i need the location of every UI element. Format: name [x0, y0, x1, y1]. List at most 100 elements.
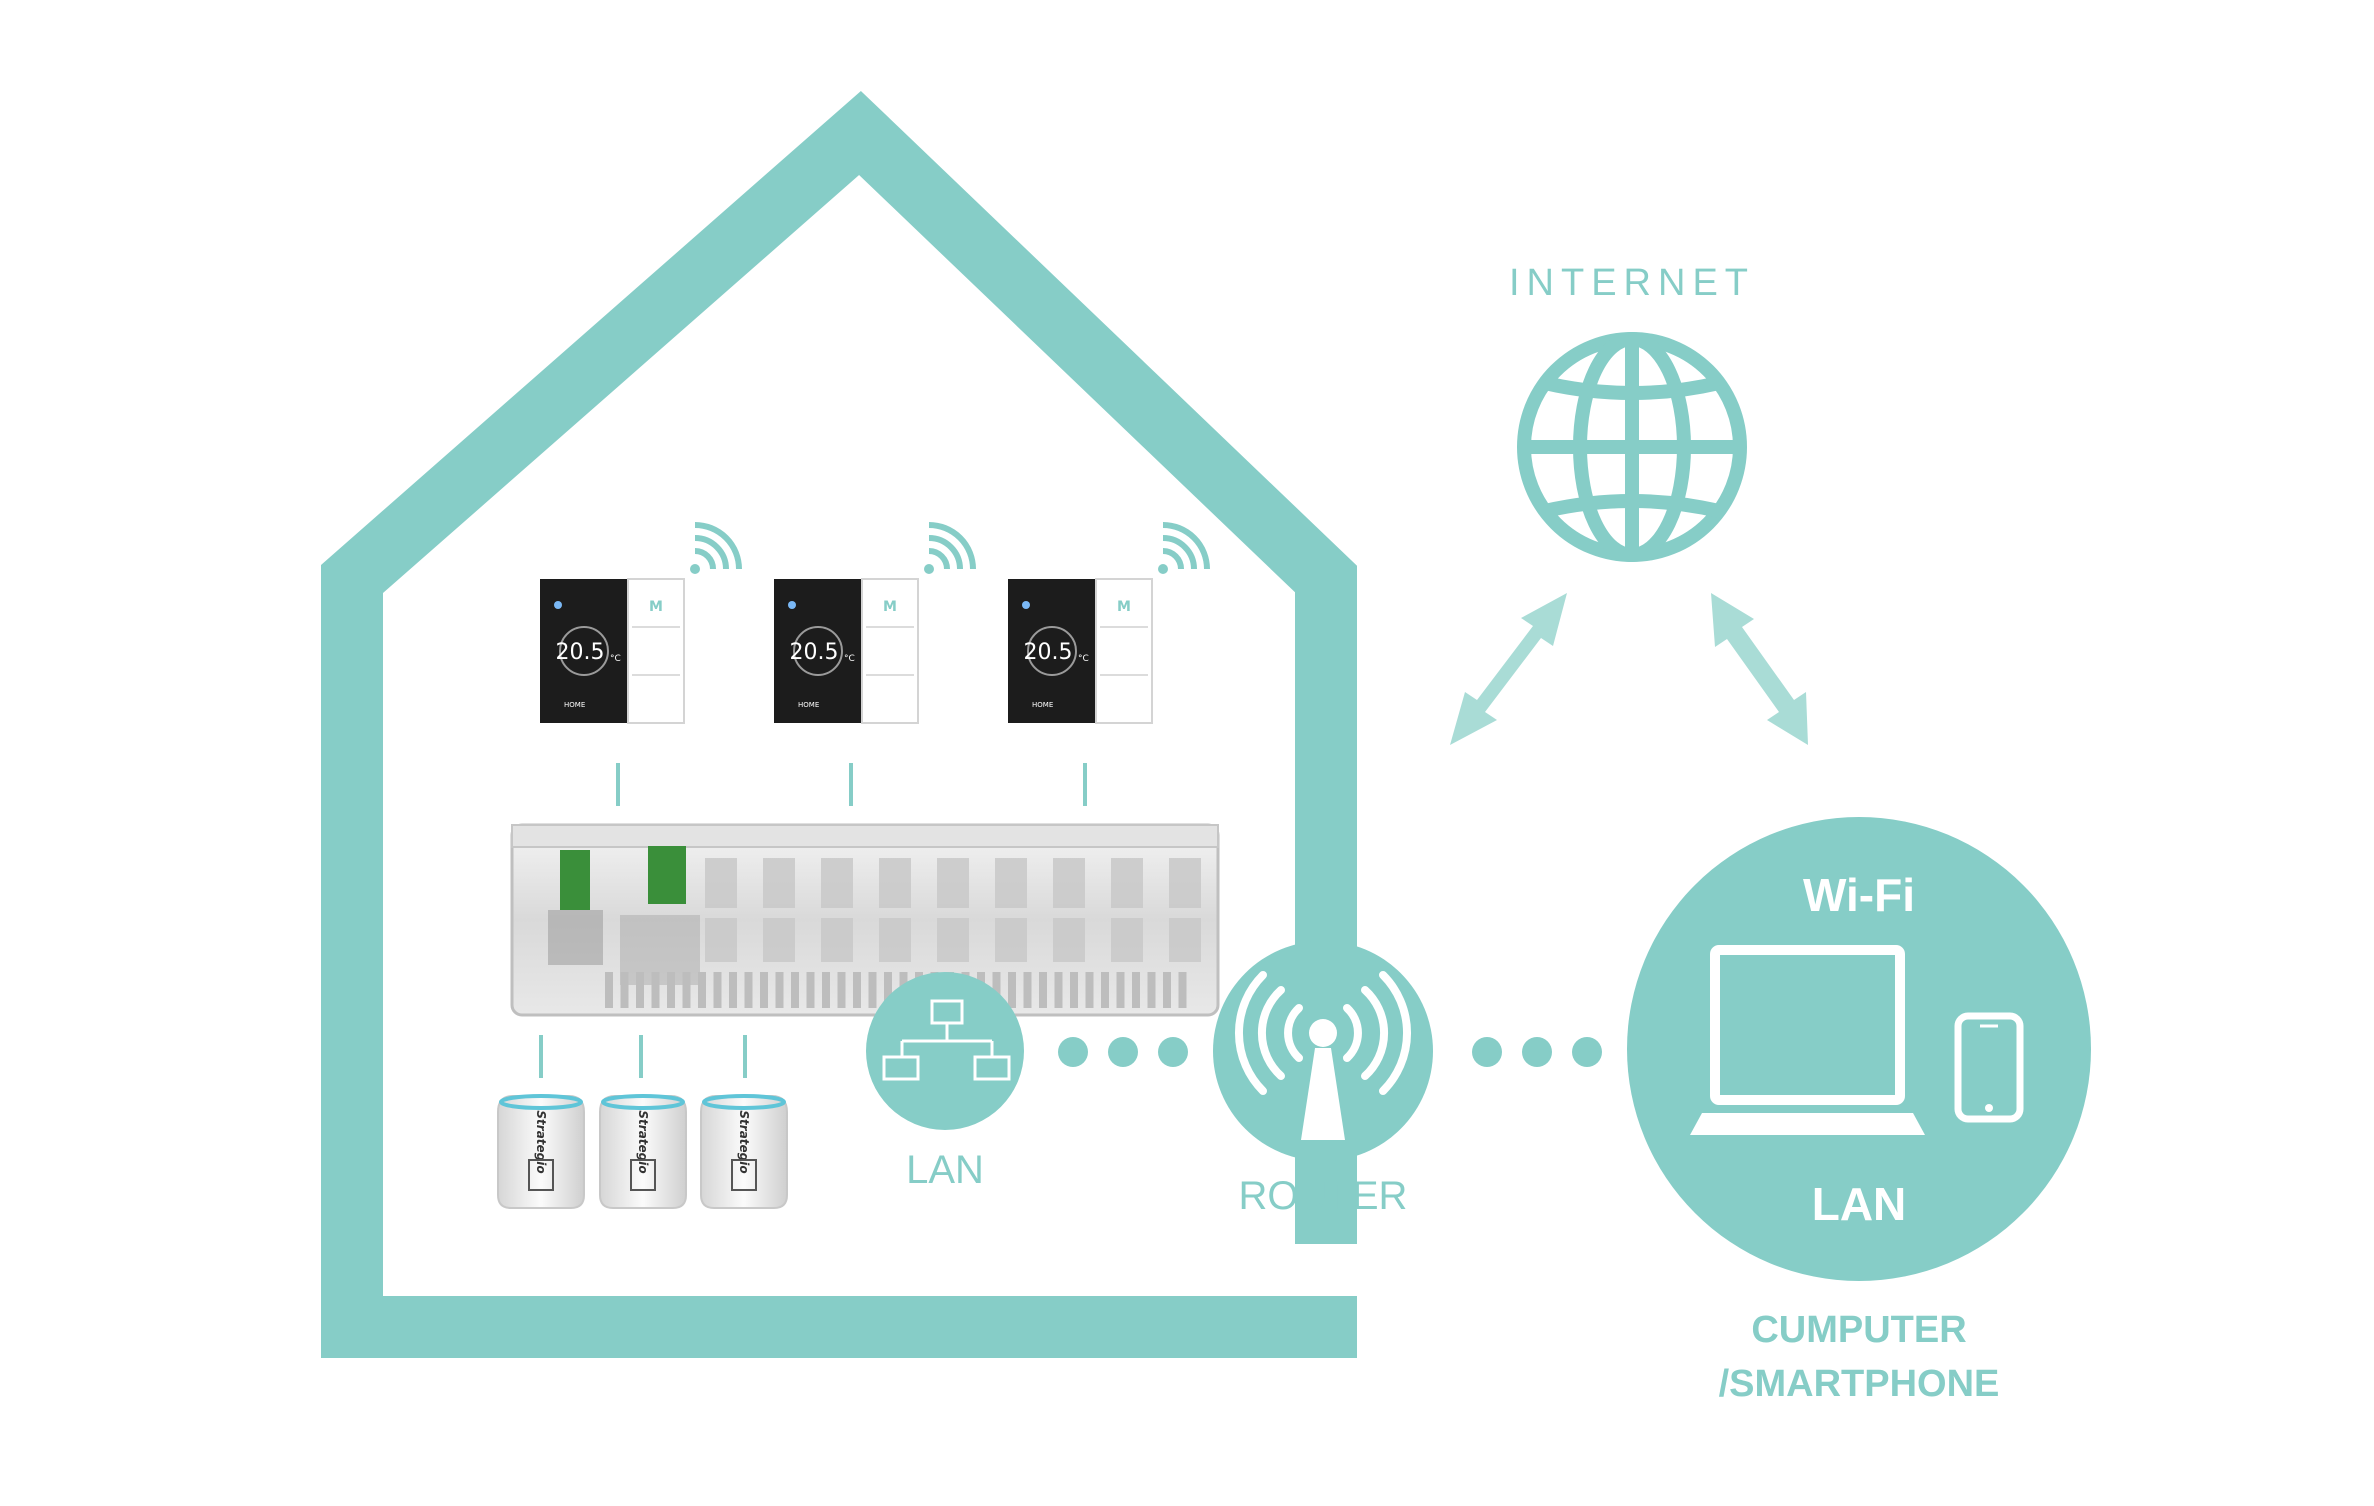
- controller-pin: [822, 972, 830, 1008]
- controller-pin: [1085, 972, 1094, 1008]
- actuator-ring: [702, 1094, 786, 1110]
- actuator: Strategio: [700, 1094, 788, 1209]
- controller-pin: [1039, 972, 1047, 1008]
- laptop-icon: [1690, 945, 1925, 1135]
- bidirectional-arrow-icon: [1711, 593, 1808, 745]
- controller-terminal: [705, 918, 737, 962]
- controller-pin: [760, 972, 768, 1008]
- actuator-window: [528, 1159, 554, 1191]
- thermostat-mode: HOME: [564, 701, 585, 709]
- controller-terminal: [1169, 918, 1201, 962]
- thermostat-indicator-icon: M: [883, 599, 897, 615]
- thermostat-unit: °C: [610, 654, 621, 664]
- controller-terminal: [821, 918, 853, 962]
- controller-pin: [868, 972, 877, 1008]
- thermostat: M 20.5 °C HOME: [540, 525, 739, 724]
- wiring-controller: [510, 823, 1220, 1017]
- house-outline: [321, 90, 1357, 1327]
- controller-terminal: [821, 858, 853, 908]
- controller-pin: [1163, 972, 1171, 1008]
- router-antenna-icon: [1234, 971, 1412, 1140]
- thermostat-indicator-icon: M: [649, 599, 663, 615]
- lan-hub-label: LAN: [906, 1148, 984, 1192]
- controller-pin: [729, 972, 737, 1008]
- computer-smartphone-circle: [1627, 817, 2091, 1281]
- thermostat-button-panel: [627, 578, 685, 724]
- controller-terminal: [1053, 858, 1085, 908]
- controller-pin: [1132, 972, 1140, 1008]
- computer-label-line2: /SMARTPHONE: [1719, 1363, 2000, 1405]
- actuator: Strategio: [599, 1094, 687, 1209]
- controller-pin: [605, 972, 613, 1008]
- controller-pin: [1070, 972, 1078, 1008]
- thermostat: M 20.5 °C HOME: [1008, 525, 1207, 724]
- connection-dots: [1058, 1037, 1188, 1067]
- controller-terminal: [763, 858, 795, 908]
- controller-pin: [1178, 972, 1187, 1008]
- thermostat: M 20.5 °C HOME: [774, 525, 973, 724]
- controller-pin: [620, 972, 629, 1008]
- controller-terminal: [1169, 858, 1201, 908]
- actuator-brand: Strategio: [737, 1110, 751, 1173]
- controller-pin: [667, 972, 675, 1008]
- thermostat-mode: HOME: [1032, 701, 1053, 709]
- thermostat-status-dot: [788, 601, 796, 609]
- wifi-signal-icon: [1158, 525, 1207, 574]
- thermostat-indicator-icon: M: [1117, 599, 1131, 615]
- actuator-brand: Strategio: [636, 1110, 650, 1173]
- thermostat-unit: °C: [844, 654, 855, 664]
- lan-hub: [866, 972, 1024, 1130]
- thermostat-temperature: 20.5: [790, 640, 839, 665]
- thermostat-temperature: 20.5: [1024, 640, 1073, 665]
- router: [1213, 941, 1433, 1161]
- controller-pin: [682, 972, 691, 1008]
- controller-pin: [744, 972, 753, 1008]
- router-label: ROUTER: [1239, 1174, 1408, 1218]
- thermostat-button-panel: [861, 578, 919, 724]
- actuator-ring: [601, 1094, 685, 1110]
- controller-pin: [806, 972, 815, 1008]
- thermostat-unit: °C: [1078, 654, 1089, 664]
- controller-pin: [791, 972, 799, 1008]
- thermostat-status-dot: [1022, 601, 1030, 609]
- controller-terminal: [763, 918, 795, 962]
- controller-pin: [775, 972, 784, 1008]
- smartphone-icon: [1954, 1012, 2024, 1123]
- wifi-label: Wi-Fi: [1803, 869, 1915, 921]
- controller-pin: [992, 972, 1001, 1008]
- controller-pin: [698, 972, 706, 1008]
- controller-terminal: [879, 918, 911, 962]
- actuator-ring: [499, 1094, 583, 1110]
- actuator: Strategio: [497, 1094, 585, 1209]
- actuator-brand: Strategio: [534, 1110, 548, 1173]
- connection-dots: [1472, 1037, 1602, 1067]
- controller-terminal: [1053, 918, 1085, 962]
- bidirectional-arrow-icon: [1450, 593, 1567, 745]
- computer-label-line1: CUMPUTER: [1751, 1309, 1966, 1351]
- controller-pin: [884, 972, 892, 1008]
- controller-pin: [1023, 972, 1032, 1008]
- controller-pin: [1008, 972, 1016, 1008]
- controller-pin: [651, 972, 660, 1008]
- wifi-signal-icon: [924, 525, 973, 574]
- controller-pin: [1147, 972, 1156, 1008]
- thermostat-temperature: 20.5: [556, 640, 605, 665]
- thermostat-dial: [1027, 626, 1077, 676]
- controller-pin: [853, 972, 861, 1008]
- controller-pin: [1101, 972, 1109, 1008]
- controller-terminal: [995, 858, 1027, 908]
- actuator-window: [630, 1159, 656, 1191]
- thermostat-dial: [559, 626, 609, 676]
- controller-pin: [713, 972, 722, 1008]
- thermostat-status-dot: [554, 601, 562, 609]
- controller-pin: [1054, 972, 1063, 1008]
- thermostat-mode: HOME: [798, 701, 819, 709]
- controller-terminal: [1111, 858, 1143, 908]
- controller-terminal: [879, 858, 911, 908]
- globe-icon: [1517, 332, 1747, 562]
- controller-pin: [636, 972, 644, 1008]
- actuator-window: [731, 1159, 757, 1191]
- thermostat-dial: [793, 626, 843, 676]
- controller-terminal: [705, 858, 737, 908]
